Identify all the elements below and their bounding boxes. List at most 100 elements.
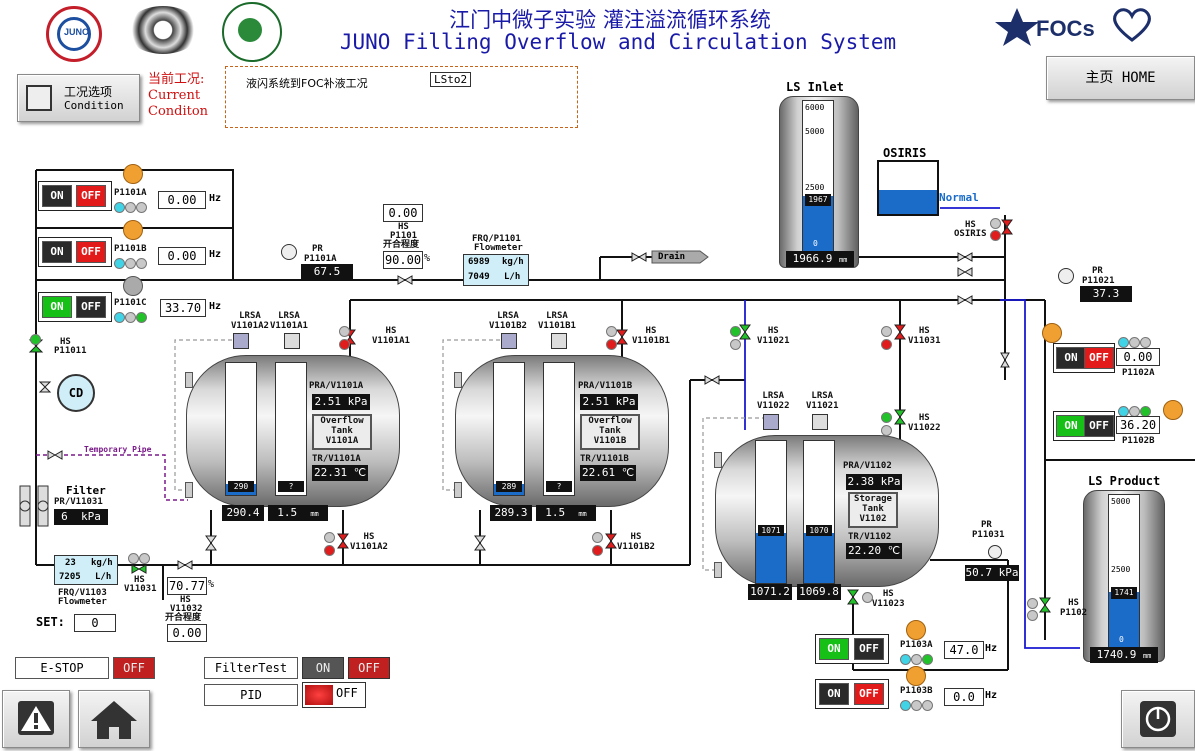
v1101b-pra-value: 2.51 kPa [580, 394, 638, 410]
pr11031-name: P11031 [972, 530, 1005, 540]
v1101a-level-switch-icon-2 [284, 333, 300, 349]
hs-v11032-open-label: 开合程度 [165, 613, 202, 623]
osiris-tank [877, 160, 939, 216]
p1101a-on-button[interactable]: ON [42, 185, 72, 207]
pump-p1103a-icon[interactable] [906, 620, 926, 640]
pump-p1101a-icon[interactable] [123, 164, 143, 184]
filter-title: Filter [66, 484, 106, 497]
focs-logo-text: FOCs [1036, 16, 1095, 41]
p1102a-on-button[interactable]: ON [1056, 347, 1086, 369]
p1101c-on-button[interactable]: ON [42, 296, 72, 318]
v1101b-level-switch-icon-2 [551, 333, 567, 349]
v1101b-level-readout-2: 1.5 mm [536, 505, 596, 521]
pr11021-name: P11021 [1082, 276, 1115, 286]
p1101b-on-button[interactable]: ON [42, 241, 72, 263]
alarm-button[interactable] [2, 690, 70, 748]
v1101b-level-gauge-1: 289 [493, 362, 525, 496]
p1101c-frequency[interactable]: 33.70 [160, 299, 206, 317]
filtertest-off-button[interactable]: OFF [348, 657, 390, 679]
hs-p1101-open-value[interactable]: 90.00 [383, 251, 423, 269]
cd-detector[interactable]: CD [57, 374, 95, 412]
v1101b-level-readout-1: 289.3 [490, 505, 532, 521]
v1101a-tr-value: 22.31 ℃ [312, 465, 368, 481]
p1103a-off-button[interactable]: OFF [854, 638, 884, 660]
condition-code: LSto2 [430, 72, 472, 87]
p1103b-name: P1103B [900, 686, 933, 696]
v1102-level-gauge-1: 1071 [755, 440, 787, 584]
p1101a-off-button[interactable]: OFF [76, 185, 106, 207]
heart-icon [1112, 6, 1152, 42]
pump-p1102b-control: ON OFF [1053, 411, 1115, 441]
p1102b-on-button[interactable]: ON [1056, 415, 1086, 437]
p1101b-off-button[interactable]: OFF [76, 241, 106, 263]
ls-product-readout: 1740.9 mm [1090, 647, 1158, 663]
ihep-logo [126, 6, 200, 54]
pump-p1101c-icon[interactable] [123, 276, 143, 296]
set-value[interactable]: 0 [74, 614, 116, 632]
filtertest-on-button[interactable]: ON [302, 657, 344, 679]
set-label: SET: [36, 615, 65, 629]
home-icon-button[interactable] [78, 690, 150, 748]
v1101a-level-gauge-1: 290 [225, 362, 257, 496]
home-button[interactable]: 主页 HOME [1046, 56, 1195, 100]
pid-off-label: OFF [336, 686, 358, 700]
condition-button[interactable]: 工况选项 Condition [17, 74, 140, 122]
hs-v11032-value[interactable]: 70.77 [167, 577, 207, 595]
pump-p1101b-icon[interactable] [123, 220, 143, 240]
frq-v1103-box: 23 kg/h 7205 L/h [54, 555, 118, 585]
pump-p1103b-icon[interactable] [906, 666, 926, 686]
power-icon [1140, 701, 1176, 737]
p1103b-frequency[interactable]: 0.0 [944, 688, 984, 706]
p1102a-off-button[interactable]: OFF [1084, 347, 1114, 369]
juno-logo: JUNO [46, 6, 102, 62]
frq-p1101-sub: Flowmeter [474, 243, 523, 253]
ls-product-title: LS Product [1088, 474, 1161, 488]
p1101b-name: P1101B [114, 244, 147, 254]
p1101b-frequency[interactable]: 0.00 [158, 247, 206, 265]
pump-p1102a-icon[interactable] [1042, 323, 1062, 343]
p1101c-off-button[interactable]: OFF [76, 296, 106, 318]
pid-toggle[interactable]: OFF [302, 682, 366, 708]
p1103b-unit: Hz [985, 690, 998, 701]
hs-p1101-hs: HS [398, 222, 409, 232]
hs-p1101-top-value[interactable]: 0.00 [383, 204, 423, 222]
estop-off-button[interactable]: OFF [113, 657, 155, 679]
current-condition-label: 当前工况: Current Conditon [148, 72, 209, 119]
p1103b-status-dots [900, 696, 933, 715]
hs-p11011-name: P11011 [54, 346, 87, 356]
pr11021-value: 37.3 kPa [1080, 286, 1132, 316]
p1103a-unit: Hz [985, 643, 998, 654]
pump-p1102b-icon[interactable] [1163, 400, 1183, 420]
pressure-gauge-icon [281, 244, 297, 260]
pump-p1103a-control: ON OFF [815, 634, 889, 664]
v1102-tr-value: 22.20 ℃ [846, 543, 902, 559]
pr11031-label: PR [981, 520, 992, 530]
p1103b-on-button[interactable]: ON [819, 683, 849, 705]
hs-v11032-bottom[interactable]: 0.00 [167, 624, 207, 642]
p1102b-frequency[interactable]: 36.20 [1116, 416, 1160, 434]
p1103a-frequency[interactable]: 47.0 [944, 641, 984, 659]
v1101a-level-readout-2: 1.5 mm [268, 505, 328, 521]
p1103a-status-dots [900, 650, 933, 669]
v1101a-level-gauge-2: ? [275, 362, 307, 496]
pr11021-label: PR [1092, 266, 1103, 276]
p1103a-on-button[interactable]: ON [819, 638, 849, 660]
p1102b-name: P1102B [1122, 436, 1155, 446]
power-button[interactable] [1121, 690, 1195, 748]
v1101a-name-plate: Overflow Tank V1101A [312, 414, 372, 450]
p1101a-frequency[interactable]: 0.00 [158, 191, 206, 209]
hs-v11032-name: V11032 [170, 604, 203, 614]
v1102-pra-label: PRA/V1102 [843, 461, 892, 471]
p1101c-name: P1101C [114, 298, 147, 308]
hs-osiris-dots [990, 214, 1001, 233]
p1103b-off-button[interactable]: OFF [854, 683, 884, 705]
p1102a-frequency[interactable]: 0.00 [1116, 348, 1160, 366]
p1102b-off-button[interactable]: OFF [1084, 415, 1114, 437]
p1101a-status-dots [114, 198, 147, 217]
